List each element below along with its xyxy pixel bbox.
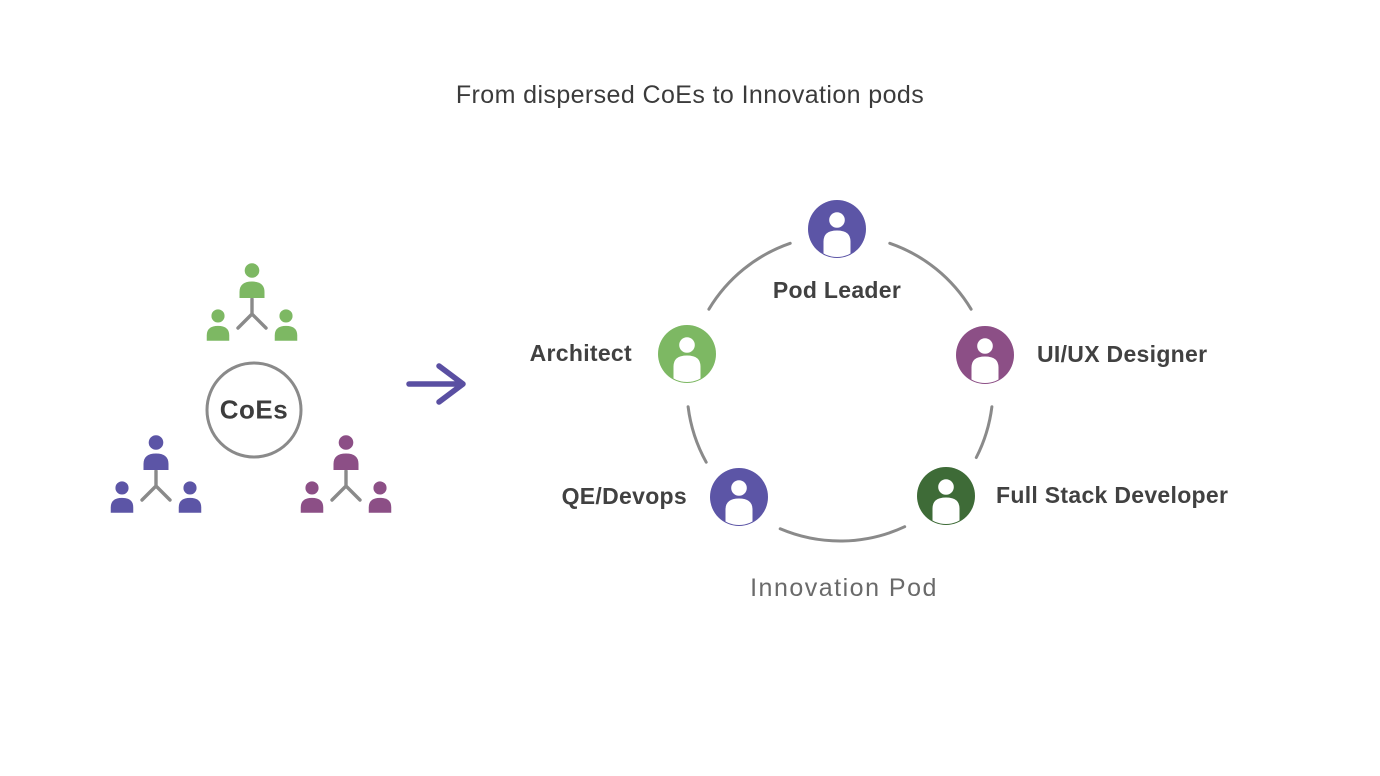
team-icon-bottom-left — [111, 435, 202, 513]
coes-hub-circle — [205, 361, 303, 459]
pod-member-icon-uiux-designer — [956, 326, 1014, 384]
pod-member-icon-pod-leader — [808, 200, 866, 258]
role-label-qe-devops: QE/Devops — [561, 483, 687, 509]
right-arrow-icon — [406, 363, 466, 405]
pod-member-icon-qe-devops — [710, 468, 768, 526]
role-label-architect: Architect — [529, 340, 632, 366]
page-title: From dispersed CoEs to Innovation pods — [455, 81, 925, 109]
role-label-full-stack-developer: Full Stack Developer — [996, 482, 1229, 508]
team-icon-bottom-right — [301, 435, 392, 513]
innovation-pod-caption: Innovation Pod — [750, 574, 938, 602]
pod-ring-arcs — [686, 241, 994, 543]
role-label-pod-leader: Pod Leader — [772, 277, 902, 303]
role-label-uiux-designer: UI/UX Designer — [1037, 341, 1208, 367]
pod-member-icon-architect — [658, 325, 716, 383]
pod-member-icon-full-stack-developer — [917, 467, 975, 525]
team-icon-top — [207, 263, 298, 341]
coes-hub-label: CoEs — [219, 394, 289, 425]
